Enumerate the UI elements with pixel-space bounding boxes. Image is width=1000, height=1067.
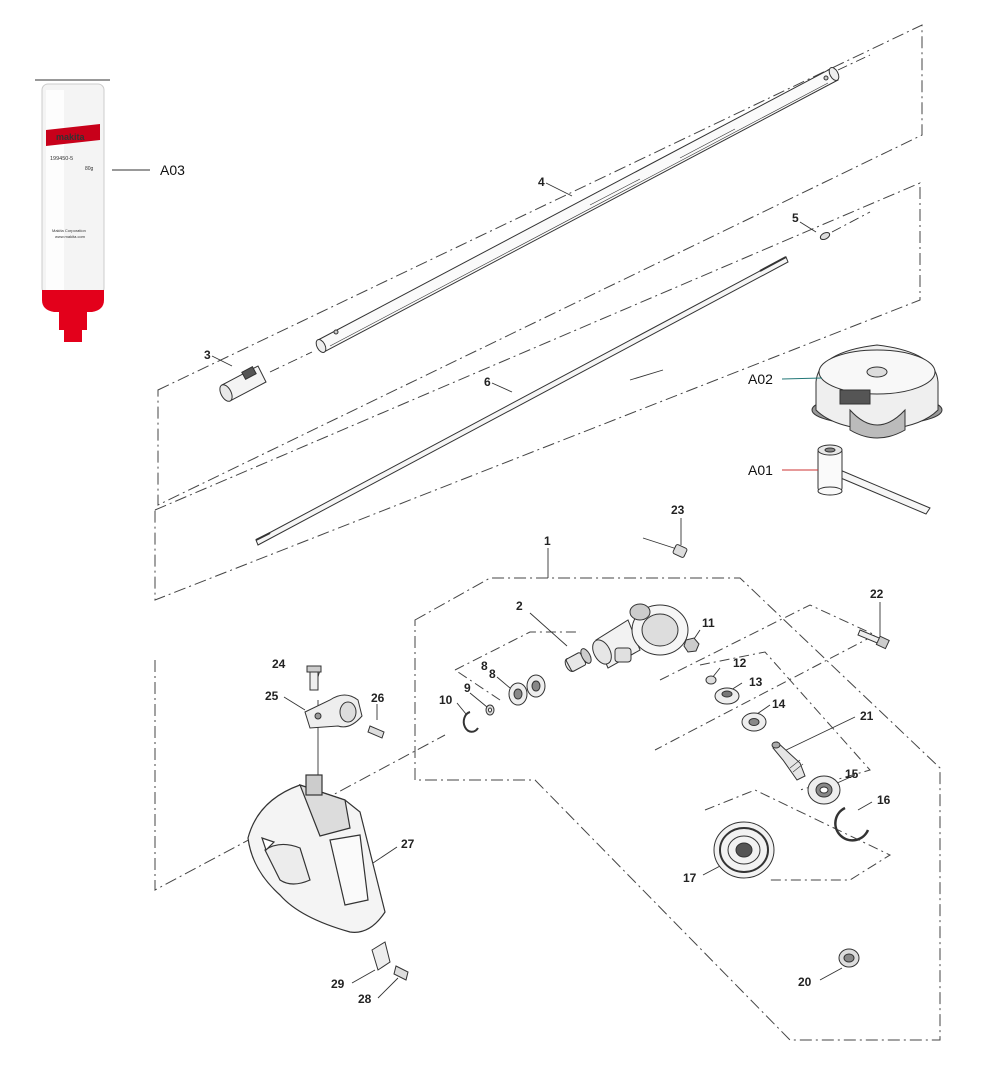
frame-guard bbox=[154, 660, 446, 891]
callout-11: 11 bbox=[702, 616, 715, 630]
callout-a01: A01 bbox=[748, 462, 773, 478]
gear-head bbox=[592, 603, 689, 669]
tube-maker-line2: www.makita.com bbox=[55, 234, 86, 239]
tube-brand: makita bbox=[56, 132, 86, 142]
nut-20 bbox=[838, 948, 860, 968]
protector-17 bbox=[713, 821, 775, 879]
tube-weight: 80g bbox=[85, 166, 94, 172]
nut-11 bbox=[683, 637, 700, 653]
bracket-29 bbox=[371, 941, 391, 971]
shaft-sleeve bbox=[219, 365, 267, 402]
drive-shaft bbox=[255, 256, 789, 546]
grease-tube: makita 199450-5 80g Makita Corporation w… bbox=[35, 79, 150, 342]
box-wrench bbox=[817, 444, 931, 515]
callout-5: 5 bbox=[792, 211, 799, 225]
guard-27 bbox=[247, 774, 386, 933]
frame-drive-shaft bbox=[154, 182, 921, 601]
callout-4: 4 bbox=[538, 175, 545, 189]
collar-13 bbox=[714, 687, 740, 705]
callout-23: 23 bbox=[671, 503, 685, 517]
callout-1: 1 bbox=[544, 534, 551, 548]
screw-28 bbox=[393, 965, 409, 981]
bolt-26 bbox=[367, 725, 385, 739]
tube-maker-line1: Makita Corporation bbox=[52, 228, 86, 233]
bolt-22 bbox=[857, 629, 890, 650]
callout-28: 28 bbox=[358, 992, 372, 1006]
spindle-21 bbox=[771, 741, 806, 781]
callout-8a: 8 bbox=[481, 659, 488, 673]
callout-labels: 1 2 3 4 5 6 8 8 9 10 11 12 13 14 15 16 1… bbox=[160, 162, 891, 1006]
frame-gear-head-assembly bbox=[414, 577, 941, 1041]
callout-25: 25 bbox=[265, 689, 279, 703]
callout-13: 13 bbox=[749, 675, 763, 689]
washer-9 bbox=[485, 704, 495, 716]
callout-27: 27 bbox=[401, 837, 415, 851]
leader-lines bbox=[211, 182, 881, 999]
callout-21: 21 bbox=[860, 709, 874, 723]
callout-2: 2 bbox=[516, 599, 523, 613]
woodruff-key bbox=[819, 231, 831, 241]
callout-3: 3 bbox=[204, 348, 211, 362]
callout-29: 29 bbox=[331, 977, 345, 991]
frame-shaft-tube bbox=[157, 24, 923, 506]
callout-15: 15 bbox=[845, 767, 859, 781]
callout-6: 6 bbox=[484, 375, 491, 389]
shaft-tube bbox=[315, 67, 840, 353]
callout-17: 17 bbox=[683, 871, 697, 885]
bearing-15 bbox=[807, 775, 841, 805]
clamp-25 bbox=[304, 694, 363, 729]
trimmer-head bbox=[811, 344, 943, 439]
bearing-8b bbox=[526, 674, 546, 698]
callout-9: 9 bbox=[464, 681, 471, 695]
gear-shaft-2 bbox=[564, 648, 592, 672]
callout-24: 24 bbox=[272, 657, 286, 671]
callout-a02: A02 bbox=[748, 371, 773, 387]
callout-20: 20 bbox=[798, 975, 812, 989]
snap-ring-10 bbox=[462, 711, 479, 733]
bearing-8a bbox=[508, 682, 528, 706]
callout-14: 14 bbox=[772, 697, 786, 711]
snap-ring-16 bbox=[834, 806, 870, 842]
callout-10: 10 bbox=[439, 693, 453, 707]
tube-part-no: 199450-5 bbox=[50, 156, 73, 162]
bolt-23 bbox=[672, 544, 688, 558]
callout-22: 22 bbox=[870, 587, 884, 601]
washer-14 bbox=[741, 712, 767, 732]
washer-12 bbox=[705, 675, 717, 685]
callout-26: 26 bbox=[371, 691, 385, 705]
callout-12: 12 bbox=[733, 656, 747, 670]
callout-16: 16 bbox=[877, 793, 891, 807]
callout-8b: 8 bbox=[489, 667, 496, 681]
bolt-24 bbox=[306, 665, 322, 691]
callout-a03: A03 bbox=[160, 162, 185, 178]
